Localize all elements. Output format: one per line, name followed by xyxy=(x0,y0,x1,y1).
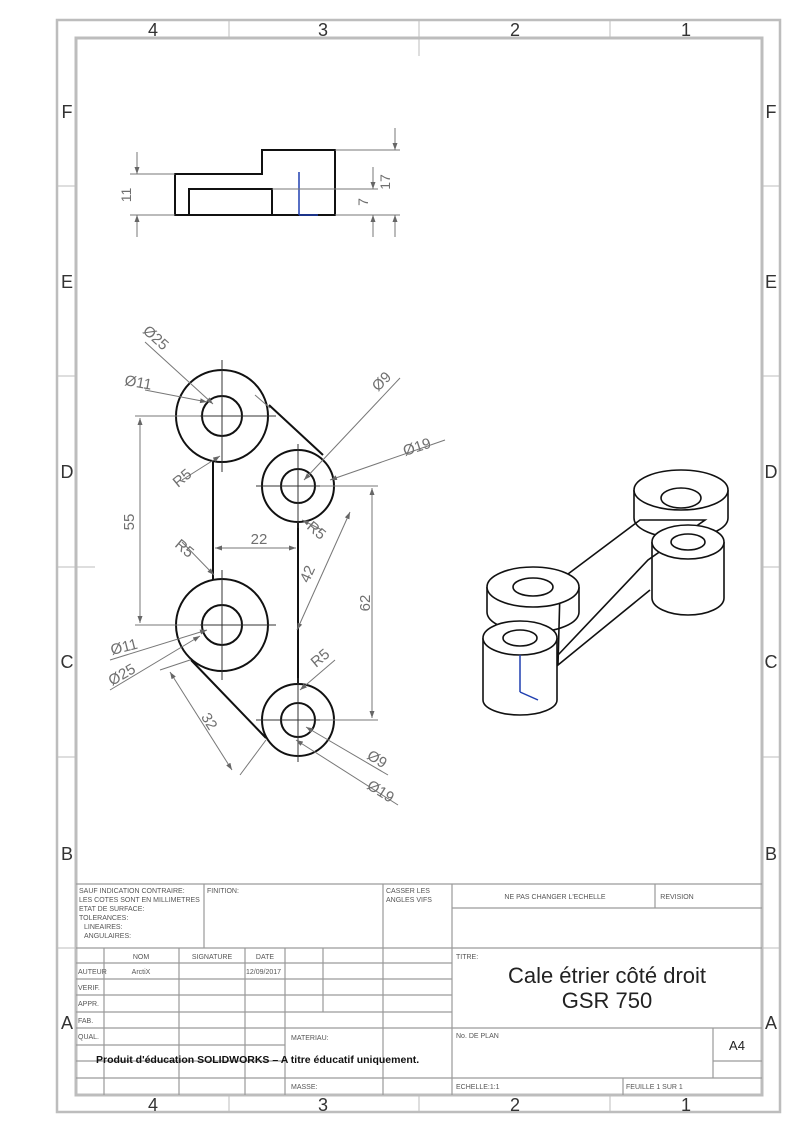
row-qual: QUAL. xyxy=(78,1034,99,1041)
dim-dia-25-bottom: Ø25 xyxy=(106,661,139,690)
col-label-bottom-1: 1 xyxy=(681,1095,691,1115)
row-label-left-d: D xyxy=(61,462,74,482)
masse-label: MASSE: xyxy=(291,1084,318,1091)
dim-dia-11-bottom: Ø11 xyxy=(109,636,140,659)
row-appr: APPR. xyxy=(78,1001,99,1008)
row-fab: FAB. xyxy=(78,1018,93,1025)
col-label-top-3: 3 xyxy=(318,20,328,40)
row-verif: VERIF. xyxy=(78,985,100,992)
row-label-right-f: F xyxy=(766,102,777,122)
dim-r5-mid-right: R5 xyxy=(303,518,329,543)
feuille-label: FEUILLE 1 SUR 1 xyxy=(626,1084,683,1091)
note-line-5: LINEAIRES: xyxy=(84,924,123,931)
dim-dia-9-bottom: Ø9 xyxy=(364,747,390,772)
row-label-right-b: B xyxy=(765,844,777,864)
dim-dia-11-top: Ø11 xyxy=(123,372,153,393)
note-line-3: ETAT DE SURFACE: xyxy=(79,906,144,913)
sheet-size: A4 xyxy=(729,1038,745,1053)
row-label-left-e: E xyxy=(61,272,73,292)
author-date: 12/09/2017 xyxy=(246,969,281,976)
col-nom: NOM xyxy=(133,954,150,961)
dim-55: 55 xyxy=(121,514,138,531)
titre-label: TITRE: xyxy=(456,954,478,961)
row-label-left-a: A xyxy=(61,1013,73,1033)
dim-dia-9-right: Ø9 xyxy=(369,369,395,395)
note-line-6: ANGULAIRES: xyxy=(84,933,131,940)
drawing-title-line-2: GSR 750 xyxy=(562,988,653,1013)
drawing-title-line-1: Cale étrier côté droit xyxy=(508,963,706,988)
front-view: Ø25 Ø11 Ø9 Ø19 R5 R5 R5 R5 55 22 42 62 3… xyxy=(106,322,446,806)
echelle-label: ECHELLE:1:1 xyxy=(456,1084,500,1091)
col-date: DATE xyxy=(256,954,274,961)
author-name: ArctiX xyxy=(132,969,151,976)
break-edges-line-1: CASSER LES xyxy=(386,888,430,895)
dim-height-7: 7 xyxy=(355,198,371,206)
zone-labels: 4 3 2 1 4 3 2 1 F E D C B A F E D C B A xyxy=(61,20,778,1115)
dim-dia-19-right: Ø19 xyxy=(401,435,433,460)
dim-r5-lower-right: R5 xyxy=(308,646,334,671)
col-signature: SIGNATURE xyxy=(192,954,233,961)
top-view: 11 7 17 xyxy=(118,128,400,237)
no-scale-label: NE PAS CHANGER L'ECHELLE xyxy=(504,894,606,901)
col-label-top-2: 2 xyxy=(510,20,520,40)
note-line-4: TOLERANCES: xyxy=(79,915,128,922)
dim-62: 62 xyxy=(357,595,374,612)
col-label-bottom-4: 4 xyxy=(148,1095,158,1115)
dim-dia-19-bottom: Ø19 xyxy=(364,777,397,806)
sheet-border xyxy=(55,18,782,1114)
dim-42: 42 xyxy=(297,563,319,585)
row-label-right-d: D xyxy=(765,462,778,482)
row-label-right-c: C xyxy=(765,652,778,672)
dim-32: 32 xyxy=(197,710,220,733)
materiau-label: MATERIAU: xyxy=(291,1035,329,1042)
isometric-view xyxy=(482,469,729,716)
dim-r5-upper: R5 xyxy=(170,466,196,491)
row-label-right-a: A xyxy=(765,1013,777,1033)
row-label-left-c: C xyxy=(61,652,74,672)
note-line-2: LES COTES SONT EN MILLIMETRES xyxy=(79,897,200,904)
dim-r5-left: R5 xyxy=(171,536,197,561)
col-label-bottom-3: 3 xyxy=(318,1095,328,1115)
dim-22: 22 xyxy=(251,531,268,548)
col-label-bottom-2: 2 xyxy=(510,1095,520,1115)
row-label-left-b: B xyxy=(61,844,73,864)
row-label-left-f: F xyxy=(62,102,73,122)
title-block: SAUF INDICATION CONTRAIRE: LES COTES SON… xyxy=(76,883,762,1095)
col-label-top-1: 1 xyxy=(681,20,691,40)
break-edges-line-2: ANGLES VIFS xyxy=(386,897,432,904)
col-label-top-4: 4 xyxy=(148,20,158,40)
dim-height-17: 17 xyxy=(377,174,393,190)
finish-label: FINITION: xyxy=(207,888,239,895)
row-label-right-e: E xyxy=(765,272,777,292)
row-auteur: AUTEUR xyxy=(78,969,107,976)
plan-number-label: No. DE PLAN xyxy=(456,1033,499,1040)
edu-notice: Produit d'éducation SOLIDWORKS – A titre… xyxy=(96,1054,419,1066)
dim-height-11: 11 xyxy=(118,188,134,203)
note-line-1: SAUF INDICATION CONTRAIRE: xyxy=(79,888,185,895)
revision-label: REVISION xyxy=(660,894,693,901)
dim-dia-25-top: Ø25 xyxy=(139,322,171,354)
